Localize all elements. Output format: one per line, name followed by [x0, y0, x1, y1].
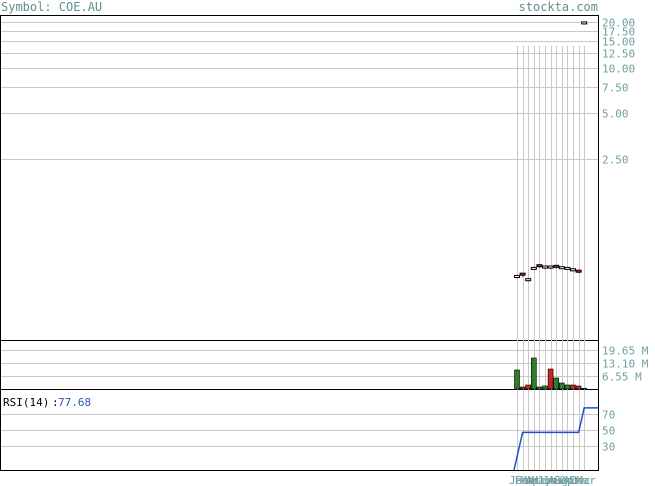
x-tick-label: Dec — [571, 474, 591, 486]
candle-body — [553, 264, 560, 268]
volume-grid: 19.65 M13.10 M6.55 M — [1, 345, 649, 384]
price-tick-label: 2.50 — [602, 154, 629, 167]
candle-body — [575, 269, 582, 273]
x-tick-label: Sep — [554, 474, 574, 486]
price-tick-label: 20.00 — [602, 17, 635, 30]
x-tick-label: Jul — [543, 474, 563, 486]
price-panel — [0, 15, 599, 341]
volume-bar — [547, 368, 554, 390]
candle-body — [581, 21, 588, 25]
x-tick-label: Feb — [515, 474, 535, 486]
price-tick-label: 10.00 — [602, 63, 635, 76]
volume-bar — [564, 384, 571, 390]
volume-bar — [570, 384, 576, 390]
volume-bar — [558, 382, 565, 390]
volume-bar — [536, 386, 543, 390]
price-tick-label: 5.00 — [602, 108, 629, 121]
site-label: stockta.com — [519, 0, 598, 14]
volume-bar — [525, 384, 532, 390]
price-tick-label: 17.50 — [602, 26, 635, 39]
time-gridlines — [517, 46, 585, 470]
x-tick-label: Jan — [509, 474, 529, 486]
x-tick-label: Aug — [548, 474, 568, 486]
volume-tick-label: 6.55 M — [602, 371, 642, 384]
price-tick-label: 12.50 — [602, 48, 635, 61]
candle-body — [525, 278, 532, 282]
candle-body — [564, 266, 571, 270]
rsi-tick-label: 70 — [602, 409, 615, 422]
volume-tick-label: 19.65 M — [602, 345, 649, 358]
candle-body — [514, 274, 520, 278]
x-tick-label: Nov — [565, 474, 585, 486]
candle-body — [519, 272, 526, 276]
volume-bar — [581, 388, 588, 390]
price-tick-label: 7.50 — [602, 82, 629, 95]
volume-bar — [530, 357, 537, 390]
x-tick-label: Oct — [559, 474, 579, 486]
rsi-current-value: 77.68 — [58, 396, 91, 409]
volume-panel — [0, 340, 599, 390]
x-tick-label: Mar — [520, 474, 540, 486]
rsi-label: RSI(14) — [3, 396, 49, 409]
rsi-grid: 70 50 30 — [1, 409, 615, 454]
volume-bar — [514, 369, 520, 390]
x-tick-label: Apr — [526, 474, 546, 486]
candle-body — [536, 264, 543, 268]
volume-bar — [575, 385, 582, 390]
price-tick-label: 15.00 — [602, 36, 635, 49]
rsi-line — [513, 407, 598, 471]
candle-body — [570, 268, 576, 272]
candle-body — [558, 266, 565, 270]
rsi-panel — [0, 389, 599, 471]
volume-bar — [519, 386, 526, 390]
volume-tick-label: 13.10 M — [602, 358, 649, 371]
volume-bars — [514, 357, 588, 390]
candles — [514, 21, 588, 282]
volume-bar — [542, 385, 548, 390]
rsi-line-group — [513, 407, 598, 471]
volume-bar — [553, 377, 560, 390]
x-tick-label: Jun — [537, 474, 557, 486]
x-tick-label: May — [531, 474, 551, 486]
rsi-tick-label: 30 — [602, 441, 615, 454]
x-tick-label: Mar — [576, 474, 596, 486]
candle-body — [542, 265, 548, 269]
rsi-colon: : — [52, 396, 59, 409]
symbol-label: Symbol: COE.AU — [1, 0, 102, 14]
rsi-tick-label: 50 — [602, 425, 615, 438]
candle-body — [547, 265, 554, 269]
candle-body — [530, 266, 537, 270]
